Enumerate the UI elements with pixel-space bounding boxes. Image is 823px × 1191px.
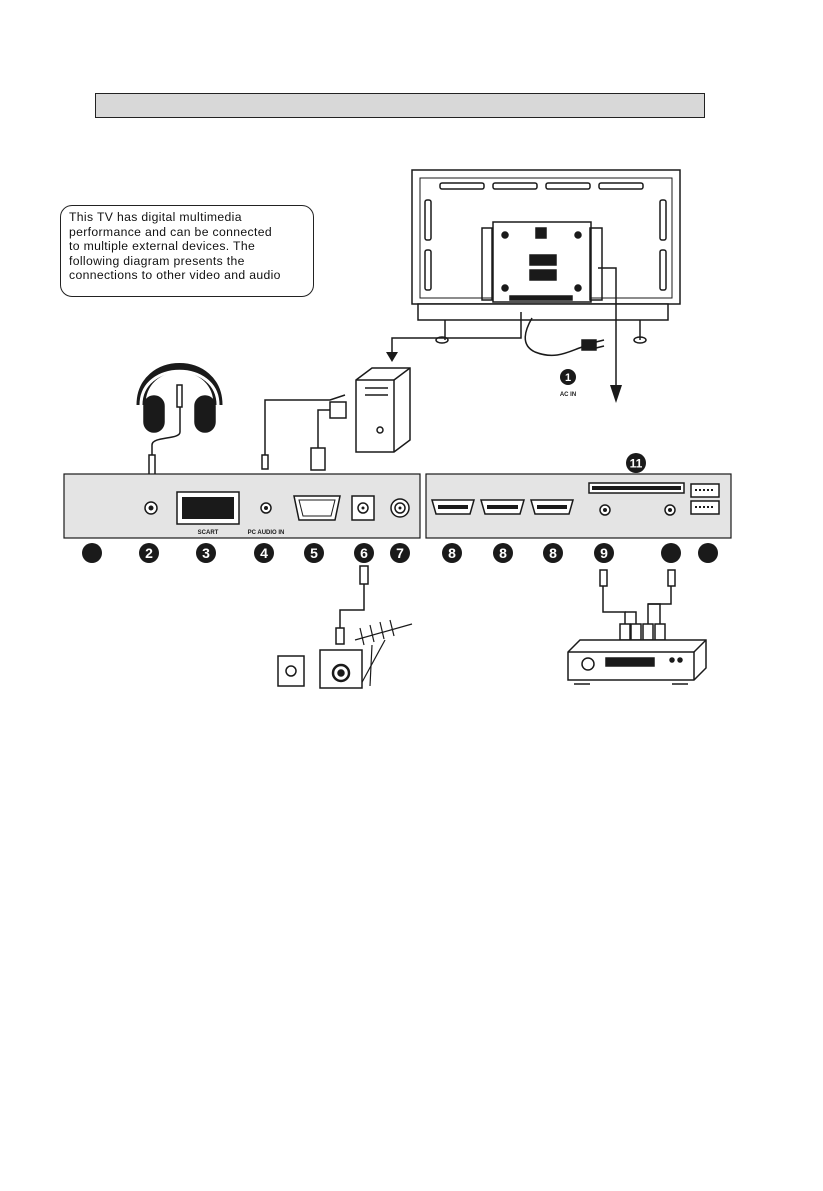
right-connector-panel	[426, 474, 731, 538]
svg-text:4: 4	[260, 545, 268, 561]
av-cables	[600, 570, 675, 640]
callout-8-c: 8	[543, 543, 563, 563]
hdmi-port-3[interactable]	[531, 500, 573, 514]
svg-text:11: 11	[630, 457, 643, 471]
ac-in-label: AC IN	[560, 392, 576, 398]
pc-tower-icon	[356, 368, 410, 452]
callout-2: 2	[139, 543, 159, 563]
satellite-port[interactable]	[391, 499, 409, 517]
svg-text:3: 3	[202, 545, 210, 561]
ci-card-slot[interactable]	[589, 483, 684, 493]
svg-text:2: 2	[145, 545, 153, 561]
antenna-icon	[355, 620, 412, 686]
scart-label: SCART	[198, 530, 219, 536]
pc-audio-label: PC AUDIO IN	[248, 530, 285, 536]
vga-port[interactable]	[294, 496, 340, 520]
rf-antenna-port[interactable]	[352, 496, 374, 520]
callout-8-a: 8	[442, 543, 462, 563]
callout-blank-right-1	[661, 543, 681, 563]
left-connector-panel: SCART PC AUDIO IN	[64, 474, 420, 538]
callout-11: 11	[626, 453, 646, 473]
hdmi-port-2[interactable]	[481, 500, 524, 514]
usb-port-2[interactable]	[691, 501, 719, 514]
svg-text:6: 6	[360, 545, 368, 561]
antenna-cable	[336, 566, 368, 644]
callout-8-b: 8	[493, 543, 513, 563]
svg-text:8: 8	[448, 545, 456, 561]
svg-text:9: 9	[600, 545, 608, 561]
svg-text:8: 8	[549, 545, 557, 561]
tv-rear-view	[412, 170, 680, 343]
callout-6: 6	[354, 543, 374, 563]
callout-7: 7	[390, 543, 410, 563]
dvd-player-icon	[568, 640, 706, 684]
svg-text:7: 7	[396, 545, 404, 561]
callout-5: 5	[304, 543, 324, 563]
callout-3: 3	[196, 543, 216, 563]
usb-port-1[interactable]	[691, 484, 719, 497]
pc-cables	[262, 395, 346, 470]
wall-socket-icon	[278, 650, 362, 688]
headphones-icon	[141, 368, 218, 476]
svg-text:8: 8	[499, 545, 507, 561]
hdmi-port-1[interactable]	[432, 500, 474, 514]
callout-9: 9	[594, 543, 614, 563]
callout-1: 1	[560, 369, 576, 385]
callout-blank-right-2	[698, 543, 718, 563]
callout-4: 4	[254, 543, 274, 563]
power-cord	[525, 318, 604, 355]
callout-blank-left	[82, 543, 102, 563]
scart-port[interactable]	[177, 492, 239, 524]
svg-text:5: 5	[310, 545, 318, 561]
svg-text:1: 1	[565, 372, 571, 384]
